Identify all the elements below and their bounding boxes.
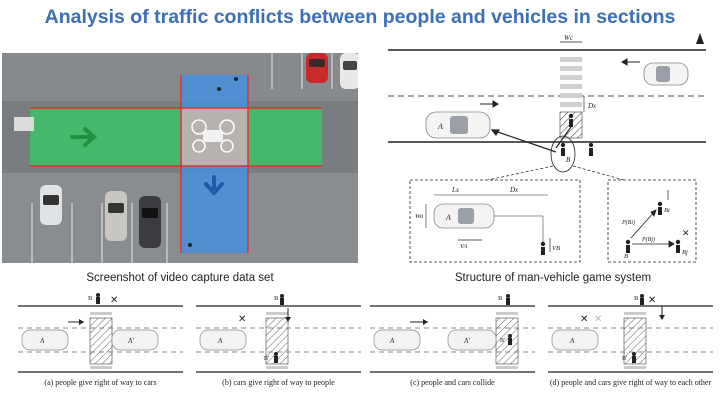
scenarios-row: A A' B ✕ (a) people give right of way to… bbox=[0, 292, 720, 401]
cross-icon: ✕ bbox=[648, 295, 656, 306]
drone-icon bbox=[191, 119, 235, 153]
svg-text:A': A' bbox=[127, 337, 134, 345]
cross-icon: ✕ bbox=[580, 314, 588, 325]
dx-label: Dx bbox=[587, 102, 597, 110]
svg-text:A': A' bbox=[463, 337, 470, 345]
cross-icon: ✕ bbox=[682, 228, 690, 238]
svg-text:A: A bbox=[39, 337, 45, 345]
blue-arrow-icon bbox=[204, 175, 224, 197]
vb-label: VB bbox=[552, 245, 560, 252]
svg-text:B: B bbox=[498, 295, 503, 302]
bi-label: Bi bbox=[664, 207, 670, 214]
pbi-label: P(Bi) bbox=[621, 219, 635, 226]
pbj-label: P(Bj) bbox=[641, 236, 655, 243]
compass-icon bbox=[696, 33, 704, 44]
car-a-icon: A bbox=[551, 329, 599, 351]
cross-icon: ✕ bbox=[238, 314, 246, 325]
parked-car-red bbox=[306, 53, 328, 83]
scenario-c-caption: (c) people and cars collide bbox=[410, 378, 495, 387]
ped-b-label: B bbox=[566, 156, 571, 164]
car-a-icon: A bbox=[373, 329, 421, 351]
va-label: VA bbox=[460, 243, 467, 250]
scenario-b-caption: (b) cars give right of way to people bbox=[222, 378, 335, 387]
green-arrow-icon bbox=[70, 127, 98, 147]
svg-text:Dx: Dx bbox=[509, 186, 519, 194]
cross-faded-icon: ✕ bbox=[594, 314, 602, 325]
parked-car-dark bbox=[139, 196, 161, 248]
svg-text:B': B' bbox=[622, 356, 627, 362]
parked-car-gray bbox=[105, 191, 127, 241]
car-a-prime-icon: A' bbox=[111, 329, 159, 351]
svg-text:B': B' bbox=[500, 338, 505, 344]
car-a: A bbox=[425, 111, 491, 139]
svg-text:A: A bbox=[217, 337, 223, 345]
svg-text:A: A bbox=[445, 213, 451, 222]
svg-text:A: A bbox=[569, 337, 575, 345]
svg-text:B': B' bbox=[264, 356, 269, 362]
page-title: Analysis of traffic conflicts between pe… bbox=[44, 6, 676, 28]
car-a-icon: A bbox=[199, 329, 247, 351]
svg-text:A: A bbox=[389, 337, 395, 345]
car-a-prime-icon: A' bbox=[447, 329, 497, 351]
car-a-icon: A bbox=[21, 329, 69, 351]
svg-text:B: B bbox=[274, 295, 279, 302]
scenario-b: A ✕ B B' bbox=[196, 294, 361, 373]
detail-car-a: A bbox=[433, 203, 495, 229]
wa-label: Wa bbox=[415, 213, 423, 220]
bj-label: Bj bbox=[682, 249, 688, 256]
lx-label: Lx bbox=[451, 186, 460, 194]
scenario-d: A ✕ ✕ B ✕ B' bbox=[548, 294, 713, 373]
svg-text:B: B bbox=[88, 295, 93, 302]
scenario-a: A A' B ✕ bbox=[18, 293, 183, 373]
detail-box-right bbox=[607, 179, 697, 263]
aerial-photo bbox=[2, 53, 358, 263]
structure-caption: Structure of man-vehicle game system bbox=[454, 272, 652, 284]
scenario-c: A A' B B' bbox=[370, 294, 535, 373]
detail-pedestrian bbox=[540, 241, 546, 255]
scenario-a-caption: (a) people give right of way to cars bbox=[44, 378, 157, 387]
svg-text:B: B bbox=[624, 253, 628, 260]
photo-caption: Screenshot of video capture data set bbox=[86, 272, 274, 284]
parked-car-silver bbox=[40, 185, 62, 225]
svg-text:B: B bbox=[634, 295, 639, 302]
car-right bbox=[643, 62, 689, 86]
cart bbox=[14, 117, 34, 131]
parked-car-white bbox=[340, 53, 358, 89]
pedestrian-icon bbox=[560, 113, 594, 156]
scenario-d-caption: (d) people and cars give right of way to… bbox=[549, 378, 712, 387]
svg-text:A: A bbox=[437, 122, 443, 131]
wc-label: Wc bbox=[564, 34, 574, 42]
cross-icon: ✕ bbox=[110, 295, 118, 306]
structure-diagram: Wc Dx A B A Lx bbox=[388, 33, 706, 263]
